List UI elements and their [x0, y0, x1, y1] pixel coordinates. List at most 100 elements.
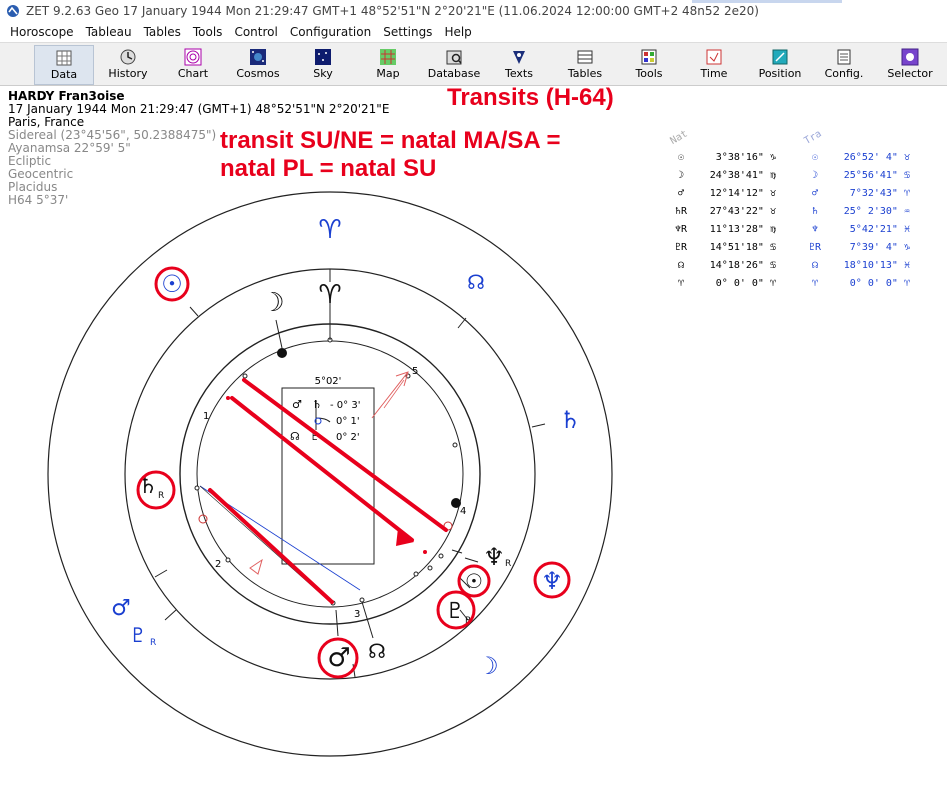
- tools-icon: [641, 49, 657, 65]
- cusp-dot: [413, 571, 419, 577]
- cusp-dot: [242, 373, 248, 379]
- toolbar-database-button[interactable]: Database: [424, 45, 484, 85]
- natal-moon-position-dot: [277, 348, 287, 358]
- toolbar-tables-button[interactable]: Tables: [560, 45, 610, 85]
- aspect-glyph: ♇: [310, 430, 320, 443]
- position-row: ♆R 11°13'28" ♍ ♆ 5°42'21" ♓: [670, 224, 930, 239]
- data-icon: [56, 50, 72, 66]
- transit-value: 5°42'21" ♓: [843, 224, 910, 235]
- transit-value: 26°52' 4" ♉: [843, 152, 910, 163]
- toolbar-label: Sky: [313, 67, 333, 80]
- transit-value: 0° 0' 0" ♈: [843, 278, 910, 289]
- annotation-text: transit SU/NE = natal MA/SA = natal PL =…: [220, 127, 561, 183]
- menu-control[interactable]: Control: [234, 25, 278, 39]
- menu-tables[interactable]: Tables: [143, 25, 181, 39]
- toolbar-config-button[interactable]: Config.: [820, 45, 868, 85]
- tick-mark: [464, 557, 479, 563]
- cusp-dot: [194, 485, 200, 491]
- natal-neptune-glyph: ♆: [483, 543, 505, 571]
- toolbar-label: Database: [427, 67, 481, 80]
- birth-datetime: 17 January 1944 Mon 21:29:47 (GMT+1) 48°…: [8, 102, 390, 116]
- natal-sun-glyph: ☉: [465, 569, 483, 593]
- tick-mark: [154, 569, 168, 578]
- natal-node-stem: [361, 601, 374, 639]
- toolbar-label: Selector: [887, 67, 933, 80]
- tick-mark: [459, 577, 471, 589]
- setting-line: Ayanamsa 22°59' 5": [8, 141, 131, 155]
- natal-moon-stem: [275, 319, 283, 349]
- transit-column-header: Tra: [802, 128, 824, 147]
- toolbar-position-button[interactable]: Position: [754, 45, 806, 85]
- transit-aspect-arrow: [383, 379, 405, 409]
- toolbar-selector-button[interactable]: Selector: [880, 45, 940, 85]
- natal-glyph: ♆R: [674, 224, 688, 235]
- natal-mars-stem: [335, 609, 339, 637]
- selector-icon: [901, 48, 919, 66]
- transit-sun-glyph: ☉: [161, 270, 183, 298]
- toolbar-cosmos-button[interactable]: Cosmos: [230, 45, 286, 85]
- birth-place: Paris, France: [8, 115, 85, 129]
- toolbar-label: Time: [700, 67, 728, 80]
- cosmos-icon: [250, 49, 266, 65]
- aspect-marker: [314, 417, 322, 425]
- position-row: ♄R 27°43'22" ♉ ♄ 25° 2'30" ♒: [670, 206, 930, 221]
- horoscope-wheel: 5°02' ♂ ♄ - 0° 3' 0° 1' ☊ ♇ 0° 2' 1 2 3 …: [47, 191, 613, 757]
- highlight-circle: [136, 470, 176, 510]
- chart-info: HARDY Fran3oise 17 January 1944 Mon 21:2…: [8, 90, 389, 207]
- menu-tableau[interactable]: Tableau: [85, 25, 132, 39]
- window-title: ZET 9.2.63 Geo 17 January 1944 Mon 21:29…: [26, 4, 759, 18]
- tick-mark: [164, 609, 177, 621]
- transit-moon-glyph: ☽: [477, 652, 499, 680]
- menu-settings[interactable]: Settings: [383, 25, 433, 39]
- setting-line: Geocentric: [8, 167, 74, 181]
- toolbar-sky-button[interactable]: Sky: [298, 45, 348, 85]
- toolbar-label: Tools: [635, 67, 663, 80]
- menu-horoscope[interactable]: Horoscope: [10, 25, 74, 39]
- natal-saturn-retro: R: [158, 491, 164, 501]
- natal-value: 0° 0' 0" ♈: [709, 278, 776, 289]
- natal-glyph: ♇R: [674, 242, 688, 253]
- title-accent-bar: [692, 0, 842, 3]
- outer-ring: [47, 191, 613, 757]
- toolbar-texts-button[interactable]: Texts: [494, 45, 544, 85]
- toolbar-chart-button[interactable]: Chart: [166, 45, 220, 85]
- toolbar-tools-button[interactable]: Tools: [624, 45, 674, 85]
- menu-tools[interactable]: Tools: [192, 25, 223, 39]
- toolbar-data-button[interactable]: Data: [34, 45, 94, 85]
- map-icon: [380, 49, 396, 65]
- person-name: HARDY Fran3oise: [8, 89, 125, 103]
- menu-help[interactable]: Help: [444, 25, 472, 39]
- position-icon: [772, 49, 788, 65]
- setting-line: Sidereal (23°45'56", 50.2388475"): [8, 128, 217, 142]
- toolbar-map-button[interactable]: Map: [362, 45, 414, 85]
- chart-icon: [184, 48, 202, 66]
- toolbar-label: Data: [50, 68, 78, 81]
- menu-configuration[interactable]: Configuration: [289, 25, 372, 39]
- transit-node-glyph: ☊: [467, 270, 485, 294]
- transit-aspect-arrow: [371, 371, 409, 419]
- toolbar: Data History Chart Cosmos Sky Map Databa…: [0, 42, 947, 86]
- highlight-circle: [317, 637, 359, 679]
- natal-neptune-retro: R: [505, 559, 511, 569]
- natal-moon-glyph: ☽: [261, 288, 284, 318]
- transit-mars-glyph: ♂: [111, 596, 131, 621]
- position-row: ☊ 14°18'26" ♋ ☊ 18°10'13" ♓: [670, 260, 930, 275]
- setting-line: Placidus: [8, 180, 58, 194]
- position-row: ♈ 0° 0' 0" ♈ ♈ 0° 0' 0" ♈: [670, 278, 930, 293]
- transit-value: 25°56'41" ♋: [843, 170, 910, 181]
- toolbar-history-button[interactable]: History: [100, 45, 156, 85]
- transit-glyph: ♄: [811, 206, 819, 217]
- toolbar-time-button[interactable]: Time: [690, 45, 738, 85]
- tick-mark: [531, 423, 546, 428]
- highlight-circle: [457, 564, 491, 598]
- menu-bar: Horoscope Tableau Tables Tools Control C…: [0, 22, 947, 42]
- house-number: 2: [215, 559, 221, 570]
- cusp-dot: [452, 442, 458, 448]
- natal-column-header: Nat: [668, 128, 690, 147]
- transit-glyph: ☊: [811, 260, 819, 271]
- natal-mars-glyph: ♂: [327, 643, 350, 673]
- house-number: 5: [412, 366, 418, 377]
- toolbar-label: Cosmos: [236, 67, 280, 80]
- transit-glyph: ☽: [811, 170, 819, 181]
- toolbar-label: Map: [376, 67, 400, 80]
